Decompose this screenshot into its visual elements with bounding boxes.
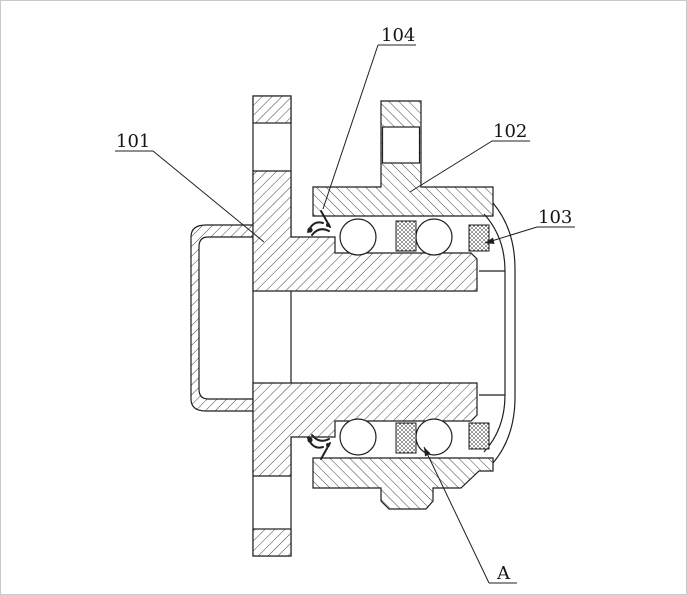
hub-flange-bottom-cap-section bbox=[252, 528, 292, 557]
label-101: 101 bbox=[116, 131, 150, 152]
leader-102 bbox=[409, 140, 530, 193]
leader-A bbox=[423, 446, 517, 584]
bearing-ball-bottom-right bbox=[415, 418, 453, 456]
leader-A-line bbox=[423, 446, 490, 584]
hub-flange-top-cap-section bbox=[252, 95, 292, 124]
outer-ring-section-bottom bbox=[312, 457, 494, 510]
seal-104b-blob2 bbox=[326, 443, 330, 447]
outer-ring-cup bbox=[479, 202, 516, 464]
seal-104-top bbox=[307, 210, 331, 236]
bearing-spacer-top bbox=[395, 220, 417, 252]
label-104: 104 bbox=[381, 25, 415, 46]
leader-103-line bbox=[484, 226, 538, 244]
leader-101-line bbox=[152, 150, 265, 243]
outer-ring-flange-bolt-window bbox=[381, 126, 421, 164]
seal-104-curve2 bbox=[311, 228, 330, 236]
label-A: A bbox=[496, 563, 511, 584]
hub-spindle-section-top bbox=[252, 170, 478, 292]
seal-104-bottom bbox=[307, 434, 331, 460]
hub-spindle-section-bottom bbox=[252, 382, 478, 477]
bearing-ball-top-right bbox=[415, 218, 453, 256]
outer-ring-top bbox=[312, 100, 494, 217]
leader-104-line bbox=[322, 44, 379, 210]
leader-102-line bbox=[409, 140, 493, 193]
seal-104b-curve2 bbox=[311, 434, 330, 442]
bearing-ball-bottom-left bbox=[339, 418, 377, 456]
leader-101 bbox=[115, 150, 265, 243]
label-102: 102 bbox=[493, 121, 527, 142]
hub-flange bbox=[252, 95, 292, 557]
label-103: 103 bbox=[538, 207, 572, 228]
leader-103-arrowhead bbox=[485, 237, 495, 244]
bearing-spacer-bottom bbox=[395, 422, 417, 454]
seal-104-blob2 bbox=[326, 223, 330, 227]
seal-104b-blob1 bbox=[307, 437, 313, 443]
leader-103 bbox=[484, 226, 575, 244]
seal-103-bottom bbox=[468, 422, 490, 450]
bearing-ball-top-left bbox=[339, 218, 377, 256]
leader-A-arrowhead bbox=[424, 447, 431, 457]
seal-104-blob1 bbox=[307, 227, 313, 233]
hub-pilot-cap bbox=[190, 224, 254, 412]
hub-flange-body bbox=[252, 95, 292, 557]
cup-outer-wall bbox=[492, 202, 516, 464]
leader-104 bbox=[322, 44, 416, 210]
cup-inner-wall bbox=[483, 213, 506, 453]
seal-103-top bbox=[468, 224, 490, 252]
